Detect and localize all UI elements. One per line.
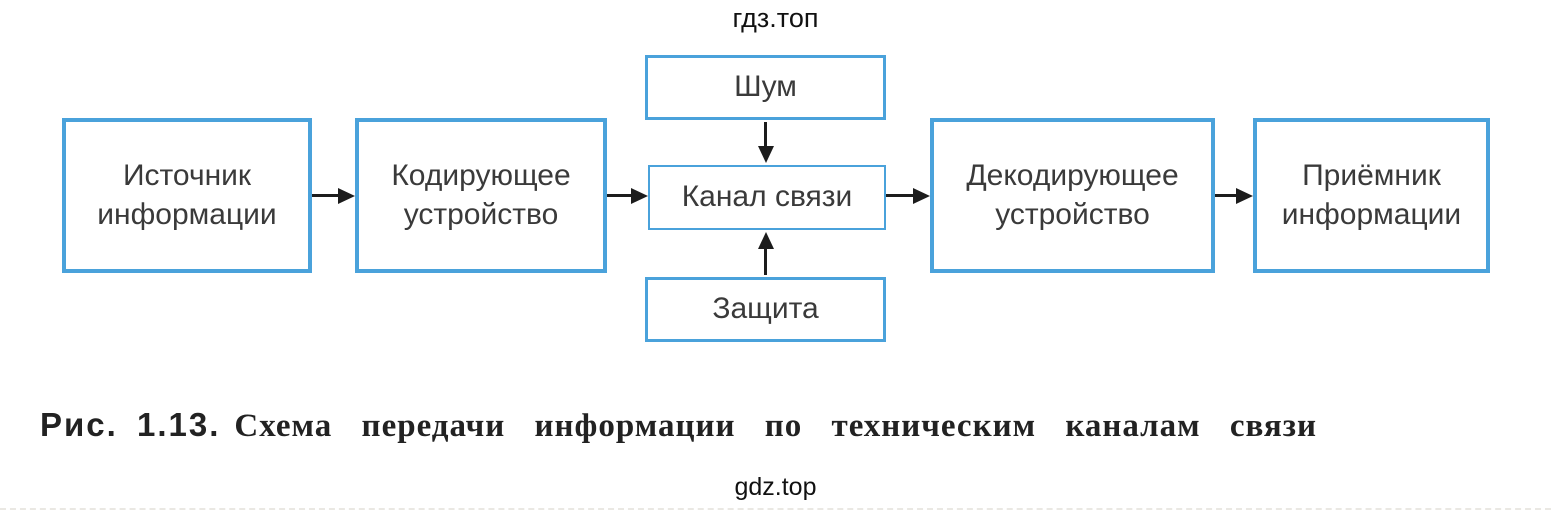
node-information-source: Источник информации: [62, 118, 312, 273]
watermark-bottom: gdz.top: [734, 473, 817, 501]
figure-number: Рис. 1.13.: [40, 406, 221, 443]
arrow-right-icon-channel-to-decoder: [886, 194, 913, 197]
node-communication-channel: Канал связи: [648, 165, 886, 230]
bottom-divider: [0, 508, 1551, 510]
node-encoding-device: Кодирующее устройство: [355, 118, 607, 273]
figure-caption: Рис. 1.13. Схема передачи информации по т…: [40, 406, 1521, 445]
arrow-down-icon-noise-to-channel: [764, 122, 767, 146]
node-decoding-device: Декодирующее устройство: [930, 118, 1215, 273]
node-information-receiver: Приёмник информации: [1253, 118, 1490, 273]
figure-caption-text: Схема передачи информации по техническим…: [234, 408, 1318, 444]
node-information-source-label: Источник информации: [97, 159, 277, 231]
node-information-receiver-label: Приёмник информации: [1281, 159, 1462, 231]
arrow-up-icon-protection-to-channel: [764, 249, 767, 275]
arrow-right-icon-encoder-to-channel: [607, 194, 631, 197]
node-protection-label: Защита: [712, 292, 819, 326]
node-decoding-device-label: Декодирующее устройство: [966, 159, 1179, 231]
arrow-right-icon-decoder-to-receiver: [1215, 194, 1236, 197]
node-noise: Шум: [645, 55, 886, 120]
node-encoding-device-label: Кодирующее устройство: [391, 159, 571, 231]
watermark-top: гдз.топ: [732, 3, 819, 33]
arrow-right-icon-source-to-encoder: [312, 194, 338, 197]
node-protection: Защита: [645, 277, 886, 342]
node-noise-label: Шум: [734, 70, 797, 104]
node-communication-channel-label: Канал связи: [681, 180, 853, 214]
